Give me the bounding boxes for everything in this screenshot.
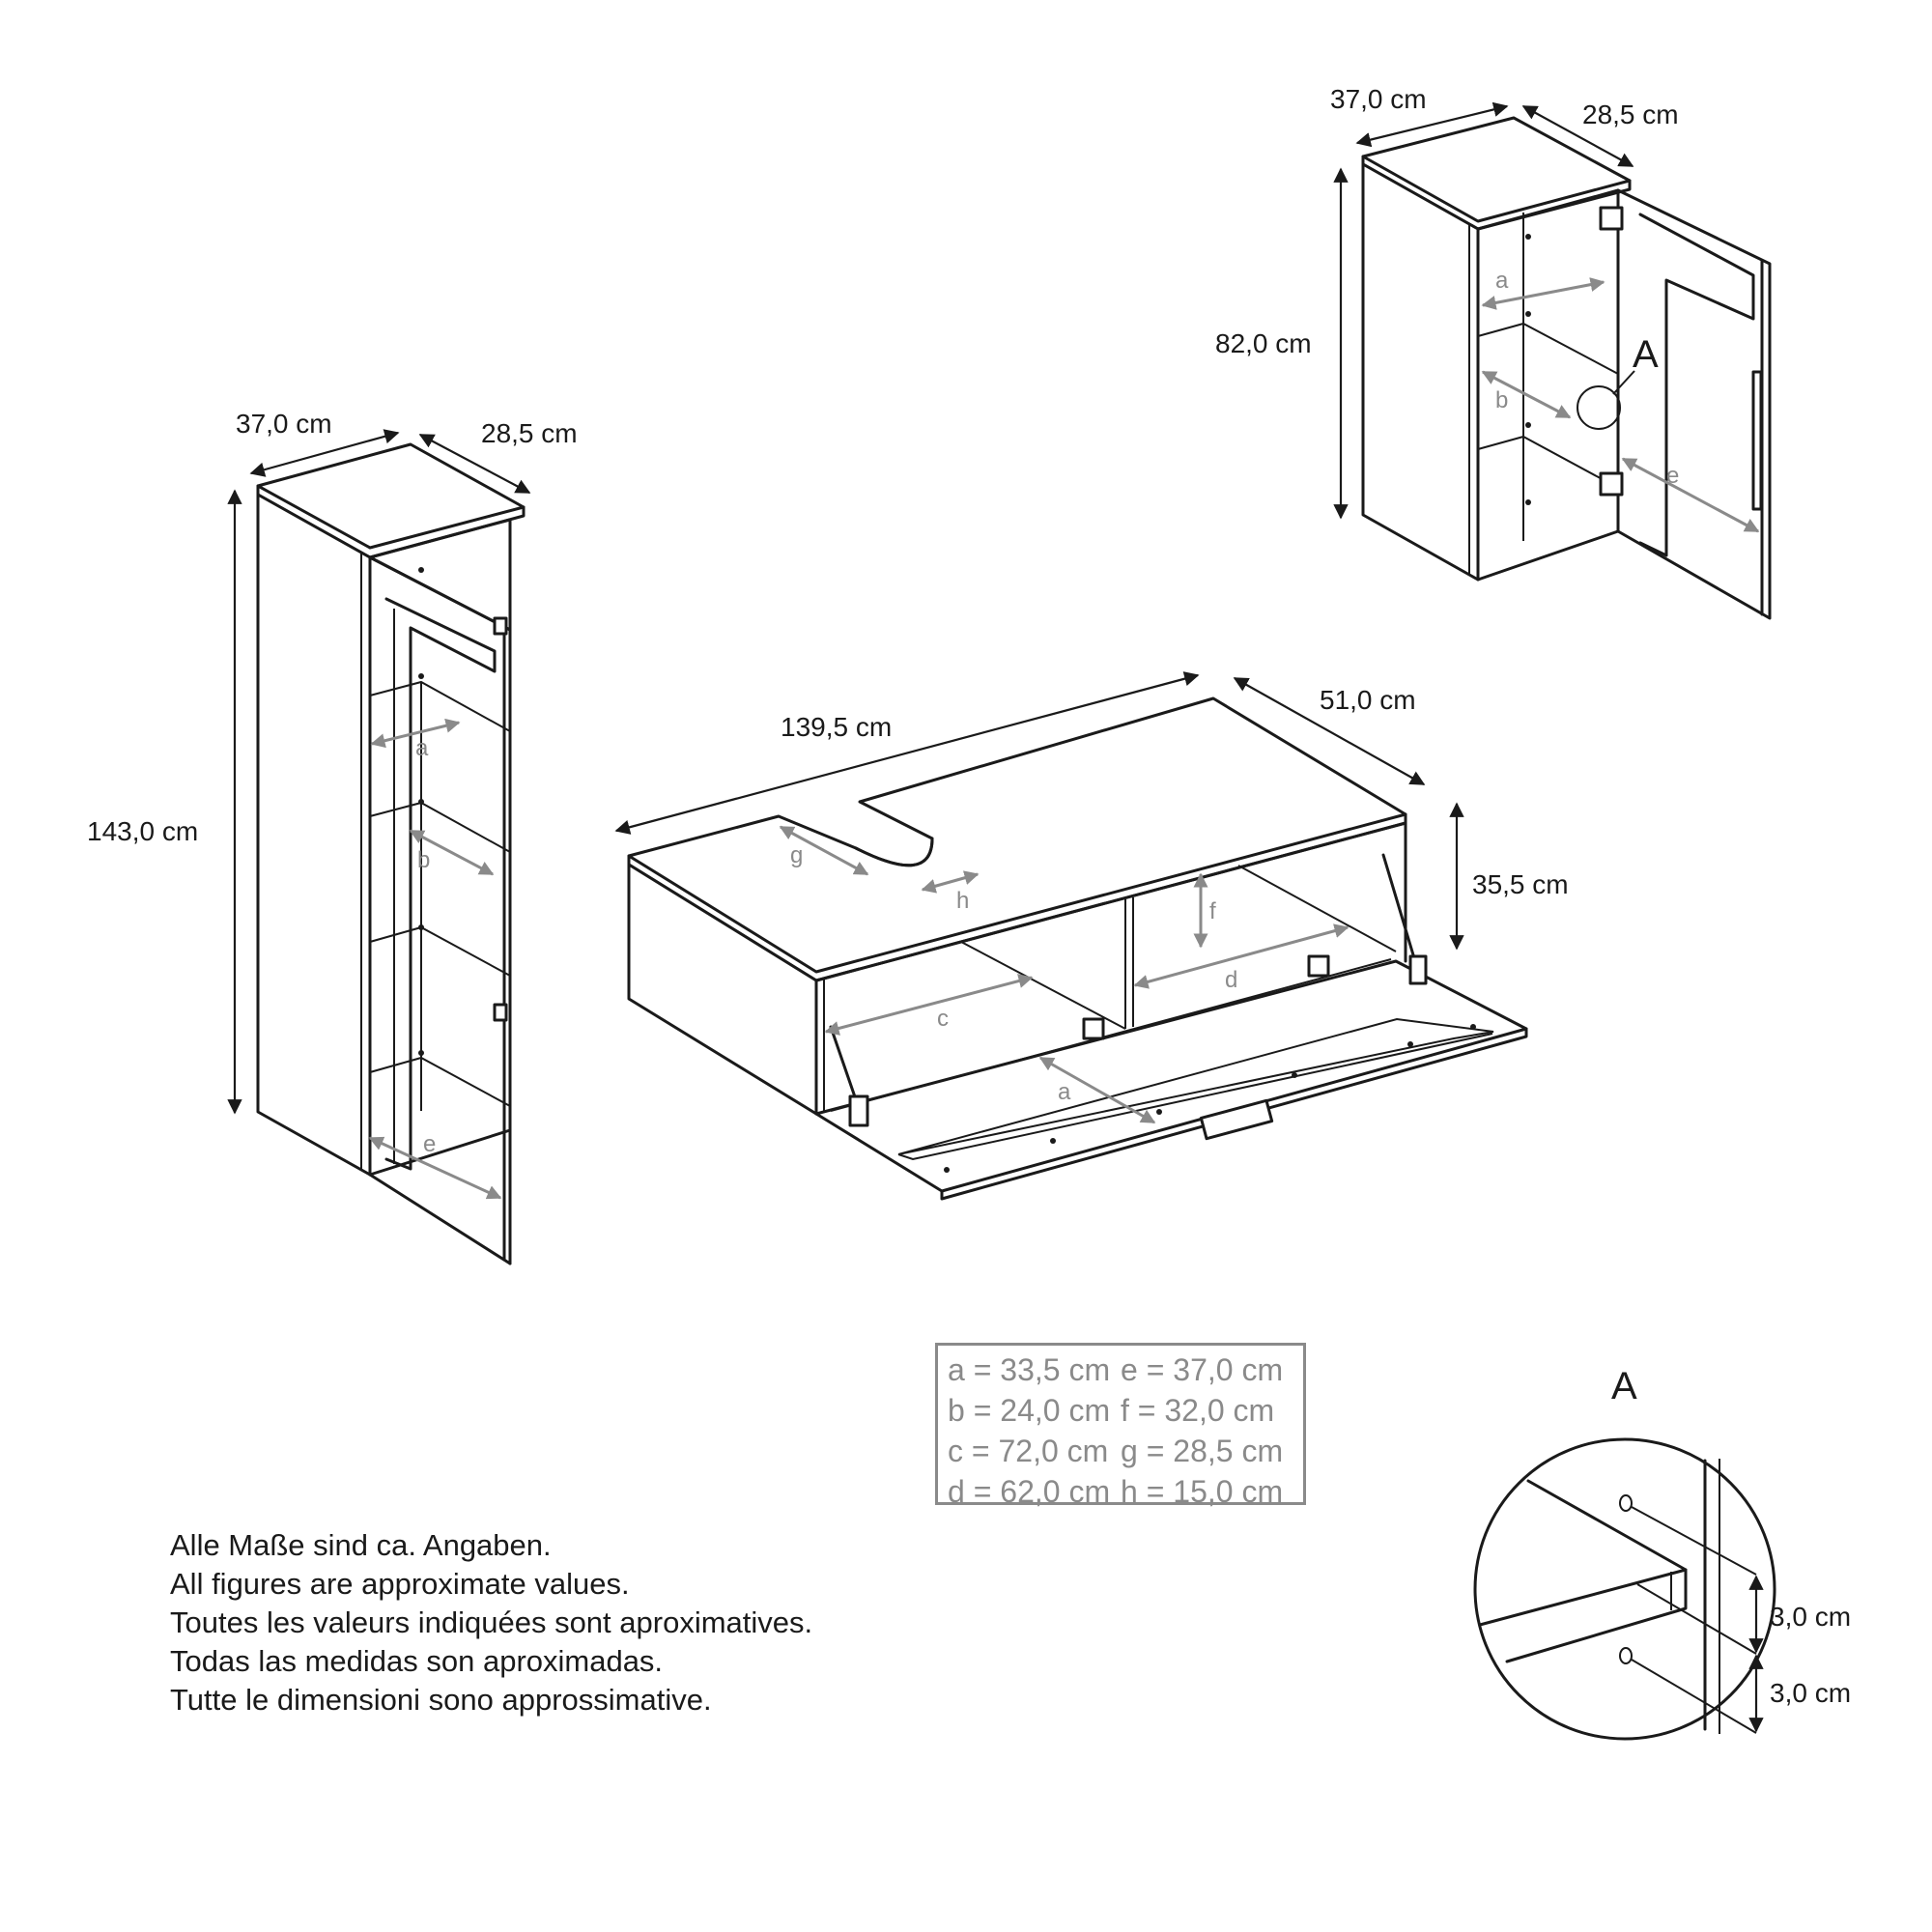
legend-entry-d: d = 62,0 cm [948, 1474, 1111, 1509]
wall-cabinet-depth: 28,5 cm [1582, 99, 1679, 129]
legend-entry-e: e = 37,0 cm [1121, 1352, 1284, 1387]
dimension-legend: a = 33,5 cm e = 37,0 cm b = 24,0 cm f = … [935, 1343, 1306, 1509]
legend-row: a = 33,5 cm e = 37,0 cm [948, 1350, 1293, 1390]
legend-row: d = 62,0 cm h = 15,0 cm [948, 1471, 1293, 1512]
detail-title: A [1611, 1365, 1637, 1407]
detail-spacing-bottom: 3,0 cm [1770, 1678, 1851, 1708]
vanity-unit: g h f c d a 139,5 cm 51,0 cm 35,5 cm [614, 671, 1569, 1201]
vanity-label-g: g [790, 842, 803, 868]
tall-cabinet-depth: 28,5 cm [481, 418, 578, 448]
detail-a: A 3,0 cm 3,0 cm [1473, 1365, 1851, 1741]
vanity-label-d: d [1225, 967, 1237, 993]
legend-entry-c: c = 72,0 cm [948, 1434, 1109, 1468]
tall-cabinet-label-a: a [415, 735, 429, 761]
approximation-notes: Alle Maße sind ca. Angaben. All figures … [170, 1526, 812, 1719]
note-italian: Tutte le dimensioni sono approssimative. [170, 1683, 712, 1717]
wall-cabinet-label-b: b [1495, 387, 1508, 413]
note-french: Toutes les valeurs indiquées sont aproxi… [170, 1605, 813, 1639]
tall-cabinet-label-b: b [417, 847, 430, 873]
vanity-depth: 51,0 cm [1320, 685, 1416, 715]
tall-cabinet-label-e: e [423, 1131, 436, 1157]
note-english: All figures are approximate values. [170, 1567, 630, 1601]
legend-entry-b: b = 24,0 cm [948, 1393, 1111, 1428]
note-spanish: Todas las medidas son aproximadas. [170, 1644, 664, 1678]
detail-spacing-top: 3,0 cm [1770, 1602, 1851, 1632]
legend-row: b = 24,0 cm f = 32,0 cm [948, 1390, 1293, 1431]
vanity-width: 139,5 cm [781, 712, 892, 742]
wall-cabinet-label-e: e [1666, 463, 1679, 489]
vanity-label-h: h [956, 888, 969, 914]
vanity-label-c: c [937, 1006, 949, 1032]
vanity-label-a: a [1058, 1079, 1071, 1105]
legend-entry-g: g = 28,5 cm [1121, 1434, 1284, 1468]
wall-cabinet: A a b e 37,0 cm 28,5 cm 82,0 cm [1215, 84, 1772, 620]
vanity-height: 35,5 cm [1472, 869, 1569, 899]
legend-entry-a: a = 33,5 cm [948, 1352, 1111, 1387]
legend-row: c = 72,0 cm g = 28,5 cm [948, 1431, 1293, 1471]
tall-cabinet-height: 143,0 cm [87, 816, 198, 846]
legend-entry-h: h = 15,0 cm [1121, 1474, 1284, 1509]
wall-cabinet-detail-marker: A [1633, 333, 1659, 376]
tall-cabinet: a b e 37,0 cm 28,5 cm 143,0 cm [87, 409, 578, 1265]
wall-cabinet-width: 37,0 cm [1330, 84, 1427, 114]
vanity-label-f: f [1209, 898, 1216, 924]
wall-cabinet-label-a: a [1495, 268, 1509, 294]
wall-cabinet-height: 82,0 cm [1215, 328, 1312, 358]
note-german: Alle Maße sind ca. Angaben. [170, 1528, 552, 1562]
legend-entry-f: f = 32,0 cm [1121, 1393, 1275, 1428]
tall-cabinet-width: 37,0 cm [236, 409, 332, 439]
